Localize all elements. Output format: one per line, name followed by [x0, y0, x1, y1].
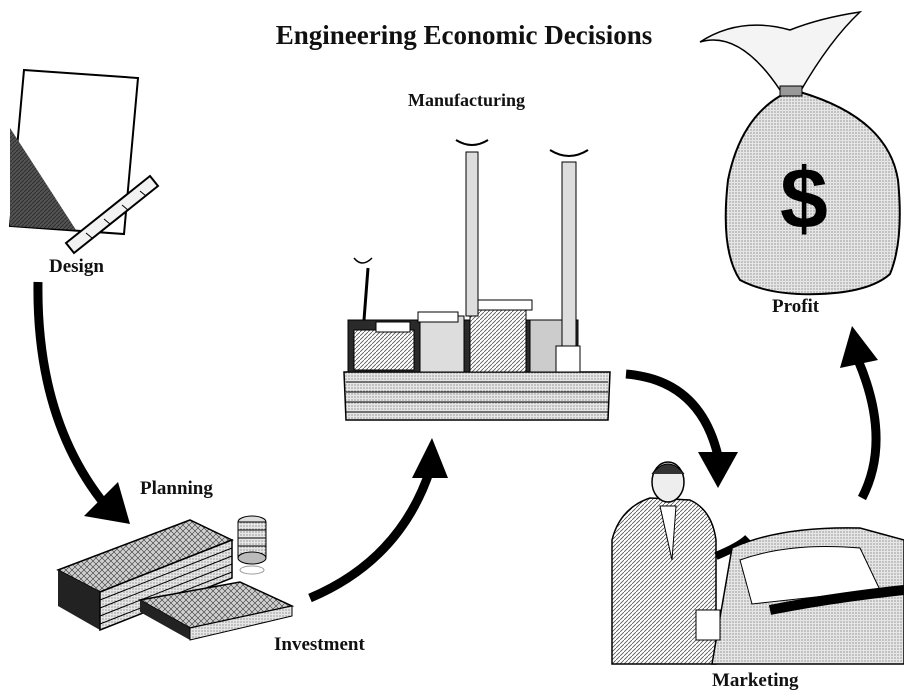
stage-label-profit: Profit	[772, 296, 820, 317]
arrow-marketing-to-profit	[840, 326, 881, 501]
stage-label-planning: Planning	[140, 478, 213, 499]
arrow-investment-to-manufacturing	[308, 438, 448, 603]
arrow-manufacturing-to-marketing	[625, 369, 738, 488]
salesman-car-icon	[611, 461, 904, 665]
arrow-design-to-planning	[33, 281, 130, 524]
stage-label-investment: Investment	[274, 634, 365, 655]
diagram-title: Engineering Economic Decisions	[275, 20, 653, 50]
stage-label-manufacturing: Manufacturing	[408, 90, 525, 110]
factory-icon	[343, 139, 611, 421]
money-bag-icon	[699, 10, 901, 296]
design-icon	[8, 68, 160, 255]
stage-label-design: Design	[49, 256, 104, 277]
dollar-sign-icon: $	[780, 151, 828, 247]
money-stack-icon	[56, 515, 295, 641]
stage-label-marketing: Marketing	[712, 670, 799, 691]
